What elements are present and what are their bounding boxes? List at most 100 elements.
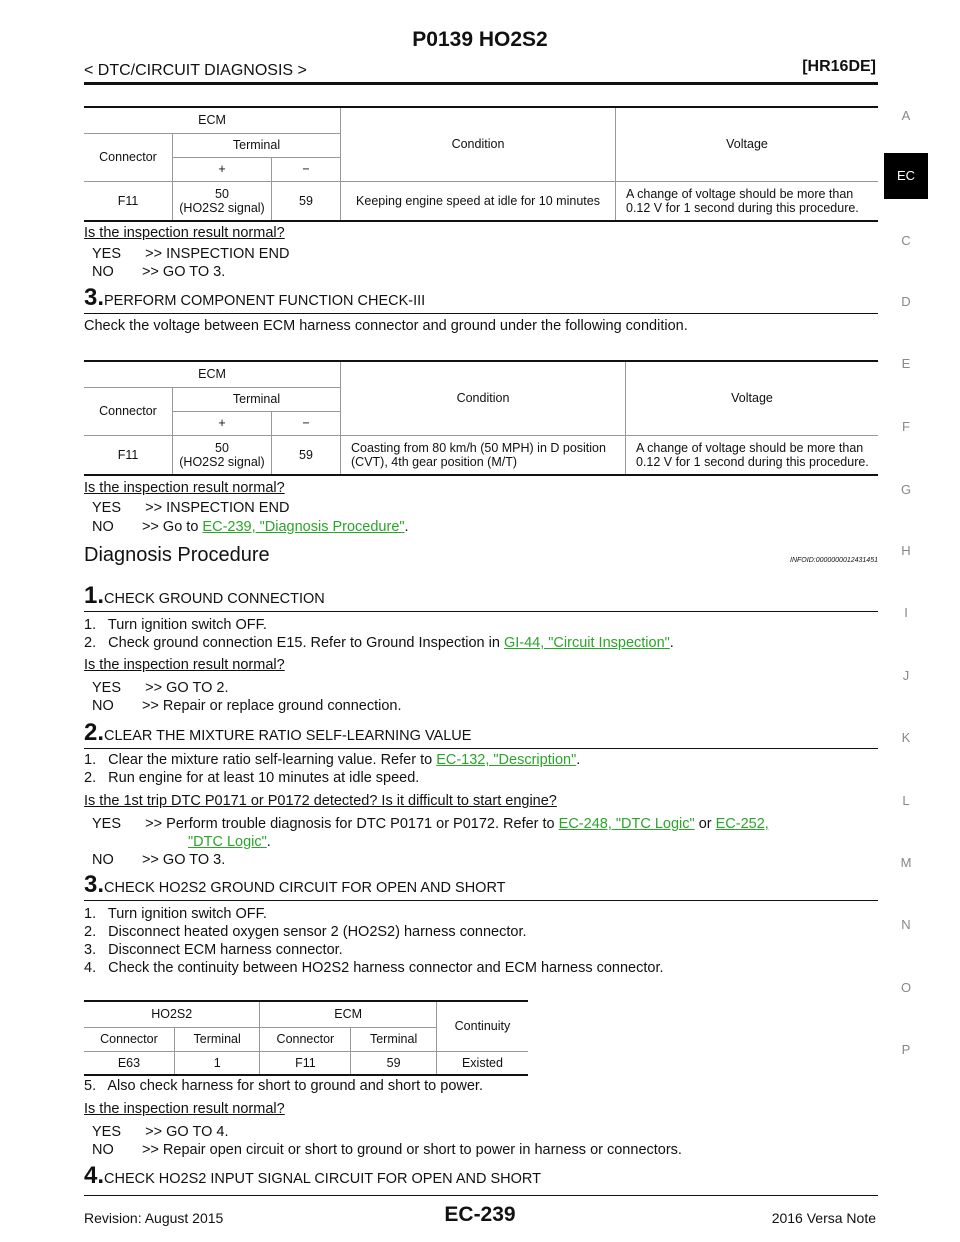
table1-terminal-plus-cell: 50 (HO2S2 signal)	[172, 180, 272, 222]
continuity-header: Continuity	[435, 1000, 528, 1051]
table2-condition-line2: (CVT), 4th gear position (M/T)	[351, 454, 518, 469]
answer-yes-1: YES >> INSPECTION END	[92, 246, 290, 262]
step-title: CHECK HO2S2 INPUT SIGNAL CIRCUIT FOR OPE…	[104, 1171, 541, 1187]
step2-line1: 1. Clear the mixture ratio self-learning…	[84, 752, 580, 768]
table1-connector-header: Connector	[84, 132, 173, 181]
table2-terminal-plus-value: 50	[215, 440, 229, 455]
side-tab-k[interactable]: K	[901, 730, 911, 745]
table1-minus-header: −	[271, 156, 341, 181]
question-2: Is the inspection result normal?	[84, 480, 285, 496]
page-number: EC-239	[444, 1203, 516, 1226]
step3b-line4: 4. Check the continuity between HO2S2 ha…	[84, 960, 664, 976]
dtc-logic-link-248[interactable]: EC-248, "DTC Logic"	[558, 816, 695, 832]
step-title: CHECK GROUND CONNECTION	[104, 591, 325, 607]
continuity-t1-cell: 1	[173, 1050, 260, 1076]
answer-yes-2: YES >> INSPECTION END	[92, 500, 290, 516]
step3b-yes: YES >> GO TO 4.	[92, 1124, 229, 1140]
step1-line2-suffix: .	[669, 635, 674, 651]
side-tab-a[interactable]: A	[901, 108, 911, 123]
step1-line2: 2. Check ground connection E15. Refer to…	[84, 635, 674, 651]
description-link[interactable]: EC-132, "Description"	[436, 752, 577, 768]
step-3a-instruction: Check the voltage between ECM harness co…	[84, 318, 688, 334]
side-tab-n[interactable]: N	[901, 917, 911, 932]
step-heading-3b: 3.CHECK HO2S2 GROUND CIRCUIT FOR OPEN AN…	[84, 871, 506, 899]
continuity-ho2s2-header: HO2S2	[84, 1000, 260, 1027]
table1-condition-cell: Keeping engine speed at idle for 10 minu…	[340, 180, 616, 222]
continuity-ecm-header: ECM	[259, 1000, 437, 1027]
step-number: 3.	[84, 284, 105, 311]
step2-yes-suffix: .	[266, 834, 271, 850]
table1-condition-header: Condition	[340, 106, 616, 181]
step2-yes-mid: or	[694, 816, 716, 832]
answer-no-2-text: NO >> Go to	[92, 519, 203, 535]
side-tab-i[interactable]: I	[904, 605, 908, 620]
dtc-logic-link-252-cont[interactable]: "DTC Logic"	[188, 834, 267, 850]
circuit-inspection-link[interactable]: GI-44, "Circuit Inspection"	[503, 635, 670, 651]
side-tab-o[interactable]: O	[900, 980, 912, 995]
side-tab-h[interactable]: H	[901, 543, 911, 558]
side-tab-g[interactable]: G	[900, 482, 912, 497]
table2-terminal-header: Terminal	[172, 386, 341, 411]
diagnosis-procedure-link[interactable]: EC-239, "Diagnosis Procedure"	[202, 519, 405, 535]
step2-yes-text: YES >> Perform trouble diagnosis for DTC…	[92, 816, 559, 832]
step2-yes-cont: "DTC Logic".	[188, 834, 271, 850]
answer-no-2-suffix: .	[404, 519, 409, 535]
step-rule	[84, 900, 878, 901]
table2-voltage-line2: 0.12 V for 1 second during this procedur…	[636, 454, 869, 469]
table1-voltage-line2: 0.12 V for 1 second during this procedur…	[626, 200, 859, 215]
dtc-logic-link-252[interactable]: EC-252,	[715, 816, 769, 832]
table2-voltage-cell: A change of voltage should be more than …	[625, 434, 878, 476]
continuity-terminal2-header: Terminal	[350, 1026, 437, 1051]
table2-voltage-header: Voltage	[625, 360, 878, 435]
breadcrumb: < DTC/CIRCUIT DIAGNOSIS >	[84, 62, 307, 79]
step2-yes: YES >> Perform trouble diagnosis for DTC…	[92, 816, 769, 832]
header-rule	[84, 82, 878, 85]
step-heading-2: 2.CLEAR THE MIXTURE RATIO SELF-LEARNING …	[84, 719, 471, 747]
step-rule	[84, 748, 878, 749]
step3b-line5: 5. Also check harness for short to groun…	[84, 1078, 483, 1094]
step2-line2: 2. Run engine for at least 10 minutes at…	[84, 770, 420, 786]
side-tab-f[interactable]: F	[902, 419, 910, 434]
step3b-line1: 1. Turn ignition switch OFF.	[84, 906, 267, 922]
step3b-line3: 3. Disconnect ECM harness connector.	[84, 942, 343, 958]
table1-terminal-plus-value: 50	[215, 186, 229, 201]
engine-model-label: [HR16DE]	[802, 58, 876, 75]
side-tab-c[interactable]: C	[901, 233, 911, 248]
table1-terminal-plus-desc: (HO2S2 signal)	[179, 200, 265, 215]
step-number: 2.	[84, 719, 105, 746]
side-tab-m[interactable]: M	[900, 855, 912, 870]
step3b-no: NO >> Repair open circuit or short to gr…	[92, 1142, 682, 1158]
step-heading-3a: 3.PERFORM COMPONENT FUNCTION CHECK-III	[84, 284, 425, 312]
table1-voltage-header: Voltage	[615, 106, 878, 181]
continuity-connector2-header: Connector	[259, 1026, 351, 1051]
ecm-voltage-table-1: ECM Condition Voltage Connector Terminal…	[84, 106, 878, 222]
side-tab-l[interactable]: L	[902, 793, 910, 808]
table2-plus-header: +	[172, 410, 272, 435]
step3b-question: Is the inspection result normal?	[84, 1101, 285, 1117]
info-id: INFOID:0000000012431451	[790, 557, 878, 564]
table2-ecm-header: ECM	[84, 360, 341, 387]
table2-terminal-plus-cell: 50 (HO2S2 signal)	[172, 434, 272, 476]
step-rule	[84, 313, 878, 314]
table1-terminal-header: Terminal	[172, 132, 341, 157]
step-number: 3.	[84, 871, 105, 898]
step-heading-1: 1.CHECK GROUND CONNECTION	[84, 582, 325, 610]
table2-voltage-line1: A change of voltage should be more than	[636, 440, 864, 455]
side-tab-e[interactable]: E	[901, 356, 911, 371]
section-title: Diagnosis Procedure	[84, 544, 270, 566]
continuity-value-cell: Existed	[435, 1050, 528, 1076]
side-tab-ec[interactable]: EC	[884, 153, 928, 199]
answer-no-1: NO >> GO TO 3.	[92, 264, 226, 280]
ecm-voltage-table-2: ECM Condition Voltage Connector Terminal…	[84, 360, 878, 476]
side-tab-j[interactable]: J	[902, 668, 910, 683]
step-title: CHECK HO2S2 GROUND CIRCUIT FOR OPEN AND …	[104, 880, 506, 896]
answer-no-2: NO >> Go to EC-239, "Diagnosis Procedure…	[92, 519, 409, 535]
side-tab-d[interactable]: D	[901, 294, 911, 309]
table2-connector-header: Connector	[84, 386, 173, 435]
side-tab-p[interactable]: P	[901, 1042, 911, 1057]
table2-condition-header: Condition	[340, 360, 626, 435]
table1-voltage-line1: A change of voltage should be more than	[626, 186, 854, 201]
continuity-t2-cell: 59	[350, 1050, 437, 1076]
step-title: CLEAR THE MIXTURE RATIO SELF-LEARNING VA…	[104, 728, 472, 744]
vehicle-label: 2016 Versa Note	[771, 1210, 876, 1226]
